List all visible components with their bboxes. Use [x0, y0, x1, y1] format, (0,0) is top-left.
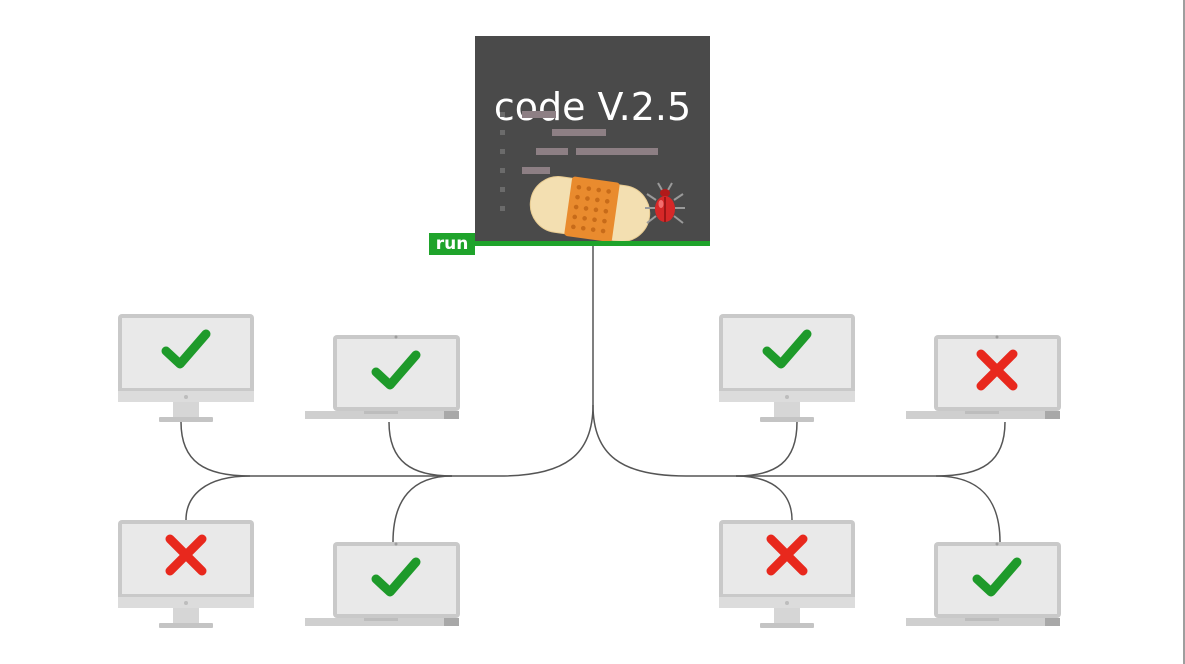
- laptop-base: [305, 618, 459, 626]
- laptop-notch: [364, 618, 398, 621]
- link-laptop-top-left: [388, 421, 453, 477]
- power-dot: [785, 395, 789, 399]
- monitor-base: [159, 417, 213, 422]
- link-desktop-bottom-left: [185, 475, 251, 521]
- monitor-neck: [173, 402, 199, 417]
- check-icon: [371, 557, 421, 597]
- link-laptop-bottom-left: [392, 475, 453, 543]
- monitor-neck: [774, 608, 800, 623]
- monitor-base: [159, 623, 213, 628]
- laptop-base-edge: [444, 618, 459, 626]
- check-icon: [371, 350, 421, 390]
- power-dot: [184, 601, 188, 605]
- device-desktop-failure: [118, 520, 254, 628]
- code-line: [576, 148, 658, 155]
- code-line: [536, 148, 568, 155]
- branch-right-main: [592, 404, 936, 477]
- camera-dot: [394, 335, 398, 339]
- code-lines-illustration: [500, 111, 685, 242]
- link-desktop-top-left: [180, 421, 251, 477]
- check-icon: [762, 329, 812, 369]
- cross-icon: [766, 534, 808, 576]
- right-divider: [1183, 0, 1185, 664]
- link-desktop-bottom-right: [735, 475, 793, 521]
- check-icon: [972, 557, 1022, 597]
- monitor-neck: [173, 608, 199, 623]
- code-line: [522, 167, 550, 174]
- bug-icon: [645, 182, 685, 224]
- code-line: [522, 111, 556, 118]
- device-laptop-failure: [906, 335, 1061, 419]
- laptop-base: [906, 411, 1060, 419]
- run-underline: [475, 241, 710, 246]
- laptop-notch: [965, 411, 999, 414]
- code-version-title: code V.2.5: [493, 85, 692, 129]
- laptop-base-edge: [1045, 618, 1060, 626]
- cross-icon: [976, 349, 1018, 391]
- link-laptop-bottom-right: [935, 475, 1001, 543]
- check-icon: [161, 329, 211, 369]
- laptop-notch: [965, 618, 999, 621]
- monitor-neck: [774, 402, 800, 417]
- monitor-base: [760, 417, 814, 422]
- camera-dot: [995, 335, 999, 339]
- laptop-base-edge: [444, 411, 459, 419]
- device-laptop-success: [305, 335, 460, 419]
- monitor-base: [760, 623, 814, 628]
- camera-dot: [394, 542, 398, 546]
- link-laptop-top-right: [935, 421, 1006, 477]
- link-desktop-top-right: [735, 421, 798, 477]
- power-dot: [785, 601, 789, 605]
- device-desktop-success: [719, 314, 855, 422]
- device-laptop-success: [305, 542, 460, 626]
- line-number-dot: [500, 168, 505, 173]
- line-number-dot: [500, 206, 505, 211]
- device-laptop-success: [906, 542, 1061, 626]
- device-desktop-failure: [719, 520, 855, 628]
- line-number-dot: [500, 130, 505, 135]
- branch-left-main: [250, 404, 594, 477]
- code-panel: code V.2.5: [475, 36, 710, 243]
- laptop-base: [906, 618, 1060, 626]
- line-number-dot: [500, 187, 505, 192]
- line-number-dot: [500, 149, 505, 154]
- camera-dot: [995, 542, 999, 546]
- run-label: run: [429, 233, 475, 255]
- laptop-base-edge: [1045, 411, 1060, 419]
- bandage-icon: [529, 176, 651, 242]
- cross-icon: [165, 534, 207, 576]
- line-number-dot: [500, 112, 505, 117]
- code-line: [552, 129, 606, 136]
- device-desktop-success: [118, 314, 254, 422]
- power-dot: [184, 395, 188, 399]
- laptop-notch: [364, 411, 398, 414]
- laptop-base: [305, 411, 459, 419]
